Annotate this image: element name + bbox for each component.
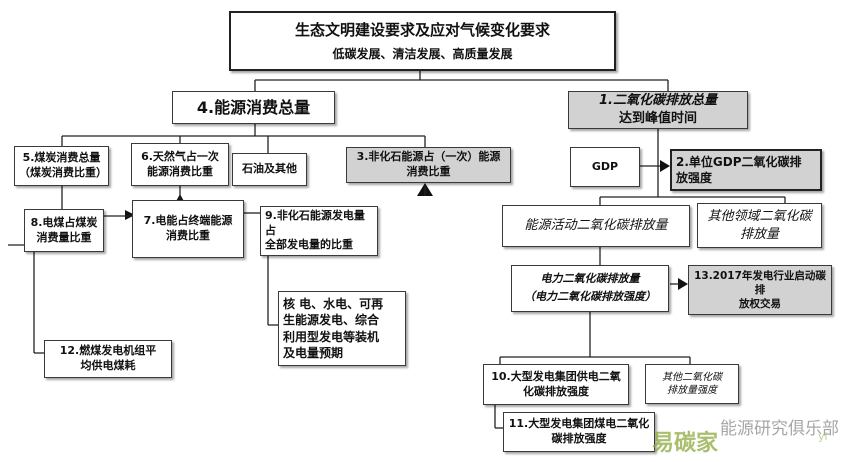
top-goal-box: 生态文明建设要求及应对气候变化要求 低碳发展、清洁发展、高质量发展 — [229, 11, 616, 71]
watermark-text: 能源研究俱乐部 — [720, 419, 839, 439]
gdp-box: GDP — [570, 147, 640, 187]
watermark-url: yi — [818, 430, 828, 443]
other-intensity-box: 其他二氧化碳 排放量强度 — [645, 364, 739, 404]
top-goal-subtitle: 低碳发展、清洁发展、高质量发展 — [332, 47, 513, 62]
carbon-trading-box: 13.2017年发电行业启动碳排 放权交易 — [688, 265, 832, 315]
co2-total-line1: 1.二氧化碳排放总量 — [599, 93, 717, 109]
watermark-logo: 易碳家 — [652, 431, 719, 456]
group-supply-intensity-box: 10.大型发电集团供电二氧 化碳排放强度 — [483, 364, 629, 405]
other-sectors-co2-box: 其他领域二氧化碳 排放量 — [697, 203, 822, 248]
gas-share-box: 6.天然气占一次 能源消费比重 — [131, 143, 229, 186]
top-goal-title: 生态文明建设要求及应对气候变化要求 — [294, 20, 550, 39]
coal-unit-consumption-box: 12.燃煤发电机组平 均供电煤耗 — [44, 340, 172, 378]
group-coal-intensity-box: 11.大型发电集团煤电二氧化 碳排放强度 — [503, 412, 655, 452]
energy-activity-co2-box: 能源活动二氧化碳排放量 — [502, 205, 690, 247]
nonfossil-power-share-box: 9.非化石能源发电量占 全部发电量的比重 — [260, 206, 378, 256]
coal-power-share-box: 8.电煤占煤炭 消费量比重 — [24, 209, 104, 252]
power-mix-box: 核 电、水电、可再 生能源发电、综合 利用型发电等装机 及电量预期 — [278, 291, 406, 366]
gdp-intensity-box: 2.单位GDP二氧化碳排 放强度 — [670, 149, 822, 191]
elec-terminal-share-box: 7.电能占终端能源 消费比重 — [132, 200, 244, 258]
coal-total-box: 5.煤炭消费总量 （煤炭消费比重） — [14, 146, 109, 186]
power-co2-box: 电力二氧化碳排放量 （电力二氧化碳排放强度） — [511, 265, 669, 312]
co2-total-box: 1.二氧化碳排放总量 达到峰值时间 — [568, 91, 748, 129]
co2-total-line2: 达到峰值时间 — [618, 111, 697, 126]
energy-total-box: 4.能源消费总量 — [172, 91, 335, 124]
power-co2-line1: 电力二氧化碳排放量 — [540, 272, 640, 286]
oil-other-box: 石油及其他 — [232, 153, 307, 186]
power-co2-line2: （电力二氧化碳排放强度） — [524, 290, 656, 303]
nonfossil-share-box: 3.非化石能源占（一次）能源 消费比重 — [346, 147, 511, 183]
